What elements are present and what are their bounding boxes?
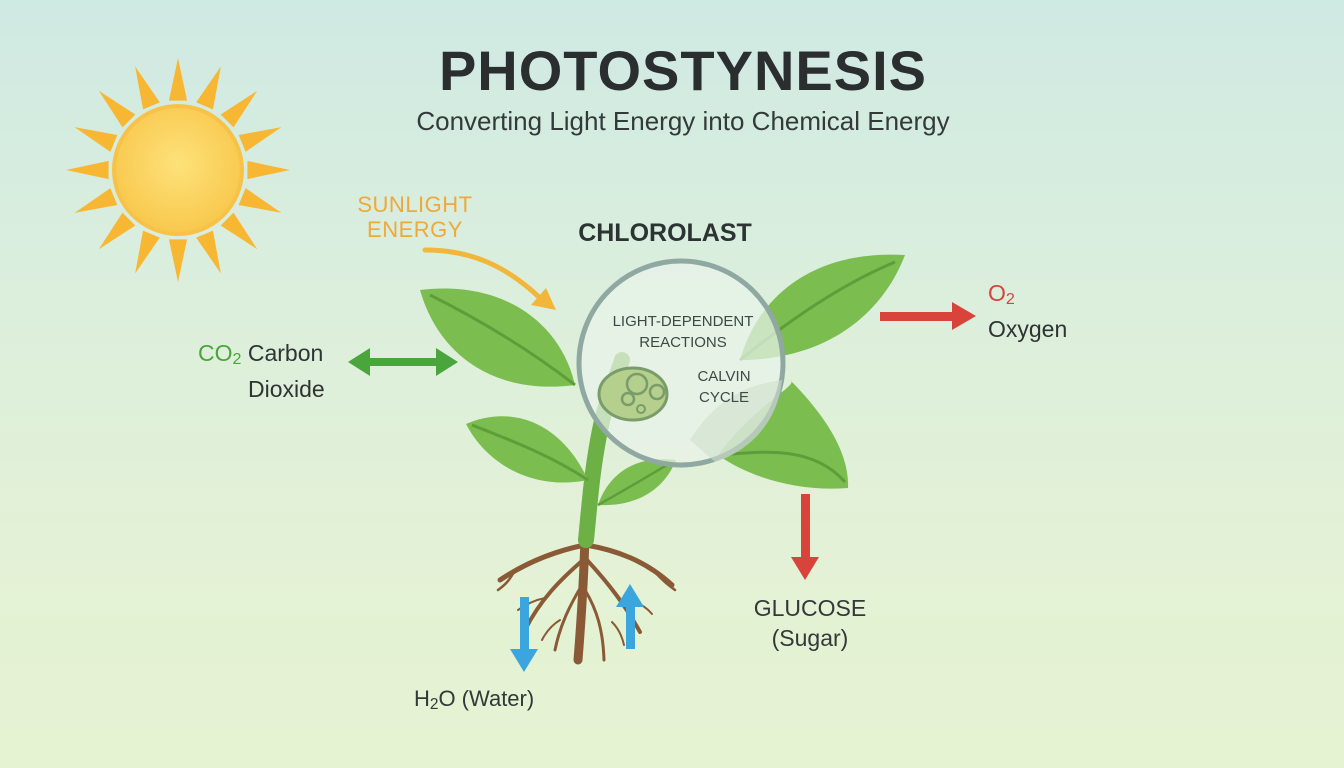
co2-name-line1: Carbon xyxy=(247,340,324,366)
sun-ray xyxy=(238,188,282,213)
glucose-label: GLUCOSE (Sugar) xyxy=(740,593,880,653)
page-subtitle: Converting Light Energy into Chemical En… xyxy=(416,106,950,136)
water-arrow-down xyxy=(510,597,538,672)
oxygen-arrow xyxy=(880,302,976,330)
sunlight-label-line2: ENERGY xyxy=(367,217,463,242)
glucose-line2: (Sugar) xyxy=(771,625,849,651)
sun-ray xyxy=(196,230,221,274)
o2-formula-base: O xyxy=(988,280,1006,306)
o2-name: Oxygen xyxy=(988,316,1068,343)
sun-ray xyxy=(196,66,221,110)
sun-ray xyxy=(66,160,109,180)
sunlight-arrow xyxy=(422,247,556,310)
chloroplast-icon xyxy=(576,258,786,468)
leaf xyxy=(718,380,849,489)
sun-icon xyxy=(66,58,290,282)
co2-formula-sub: 2 xyxy=(232,350,242,369)
co2-formula-base: CO xyxy=(198,340,233,366)
sun-ray xyxy=(135,66,160,110)
light-dependent-line1: LIGHT-DEPENDENT xyxy=(612,313,754,330)
page-title: PHOTOSTYNESIS xyxy=(438,39,928,102)
water-label: H2O (Water) xyxy=(414,686,534,714)
sunlight-energy-label: SUNLIGHT ENERGY xyxy=(340,192,490,242)
glucose-arrow xyxy=(791,494,819,580)
sun-ray xyxy=(168,239,188,282)
co2-name-line2: Dioxide xyxy=(248,376,325,403)
leaf xyxy=(420,288,576,387)
sun-ray xyxy=(74,188,118,213)
light-dependent-line2: REACTIONS xyxy=(639,334,727,351)
calvin-line1: CALVIN xyxy=(697,368,751,385)
oxygen-label: O2 Oxygen xyxy=(988,278,1067,344)
sun-ray xyxy=(98,212,136,250)
sunlight-label-line1: SUNLIGHT xyxy=(357,192,473,217)
o2-formula-sub: 2 xyxy=(1005,290,1015,309)
co2-formula: CO2 xyxy=(198,340,242,369)
roots xyxy=(496,530,677,665)
water-formula-base: H xyxy=(414,686,430,711)
water-formula-sub: 2 xyxy=(429,696,439,714)
chloroplast-label: CHLOROLAST xyxy=(578,219,752,247)
sun-ray xyxy=(247,160,290,180)
sun-ray xyxy=(98,90,136,128)
sun-ray xyxy=(220,90,258,128)
plant-icon xyxy=(420,254,905,665)
water-formula-rest: O (Water) xyxy=(438,686,535,711)
carbon-dioxide-label: CO2 Carbon Dioxide xyxy=(198,338,325,404)
sun-ray xyxy=(168,58,188,101)
light-dependent-reactions-label: LIGHT-DEPENDENT REACTIONS xyxy=(588,311,778,353)
calvin-cycle-label: CALVIN CYCLE xyxy=(674,366,774,408)
sun-ray xyxy=(220,212,258,250)
leaf xyxy=(466,416,589,483)
calvin-line2: CYCLE xyxy=(698,389,750,406)
sun-ray xyxy=(135,230,160,274)
glucose-line1: GLUCOSE xyxy=(753,595,867,621)
o2-formula: O2 xyxy=(988,278,1067,314)
sun-ray xyxy=(238,127,282,152)
water-arrow-up xyxy=(616,584,644,649)
sun-ray xyxy=(74,127,118,152)
co2-arrow xyxy=(348,348,458,376)
